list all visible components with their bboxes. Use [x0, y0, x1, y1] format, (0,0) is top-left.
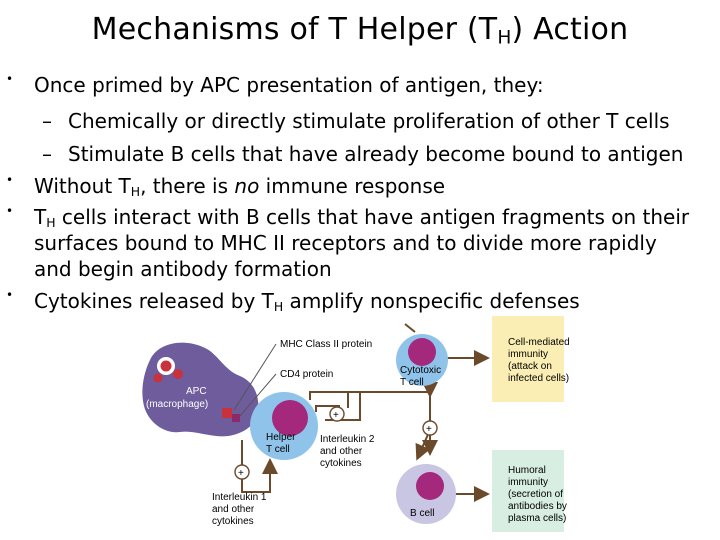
- svg-text:+: +: [426, 424, 432, 435]
- plus-marker-2: +: [422, 420, 438, 436]
- il1-label-3: cytokines: [212, 516, 254, 527]
- mhc-label: MHC Class II protein: [280, 339, 372, 350]
- b-cell-label: B cell: [410, 508, 434, 519]
- apc-label-2: (macrophage): [146, 399, 208, 410]
- cytotoxic-label-2: T cell: [400, 377, 424, 388]
- cytotoxic-label: Cytotoxic: [400, 365, 441, 376]
- apc-label: APC: [186, 386, 207, 397]
- humoral-label-2: immunity: [508, 477, 548, 488]
- plus-marker-1: +: [329, 406, 345, 422]
- cell-mediated-label-3: (attack on: [508, 361, 552, 372]
- svg-text:+: +: [238, 468, 244, 479]
- apc-antigen-cluster: [153, 357, 183, 383]
- mhc-receptor: [222, 408, 232, 418]
- cell-mediated-box: [492, 316, 564, 402]
- cd4-receptor: [232, 414, 240, 422]
- cell-mediated-label-2: immunity: [508, 349, 548, 360]
- b-cell-nucleus: [416, 472, 444, 500]
- il2-label: Interleukin 2: [320, 434, 375, 445]
- helper-label-2: T cell: [266, 444, 290, 455]
- il1-label-2: and other: [212, 504, 255, 515]
- humoral-label: Humoral: [508, 465, 546, 476]
- il1-label: Interleukin 1: [212, 492, 267, 503]
- il2-label-3: cytokines: [320, 458, 362, 469]
- svg-text:+: +: [333, 410, 339, 421]
- helper-nucleus: [272, 400, 308, 436]
- humoral-label-5: plasma cells): [508, 513, 566, 524]
- slide-title: Mechanisms of T Helper (TH) Action: [91, 12, 629, 49]
- immune-diagram: Cell-mediated immunity (attack on infect…: [142, 316, 570, 532]
- cell-mediated-label: Cell-mediated: [508, 337, 570, 348]
- cytotoxic-nucleus: [408, 338, 436, 366]
- humoral-box: [492, 450, 564, 532]
- cell-mediated-label-4: infected cells): [508, 373, 569, 384]
- humoral-label-4: antibodies by: [508, 501, 567, 512]
- il2-label-2: and other: [320, 446, 363, 457]
- helper-label: Helper: [266, 432, 296, 443]
- cd4-label: CD4 protein: [280, 369, 333, 380]
- humoral-label-3: (secretion of: [508, 489, 563, 500]
- plus-marker-3: +: [234, 464, 250, 480]
